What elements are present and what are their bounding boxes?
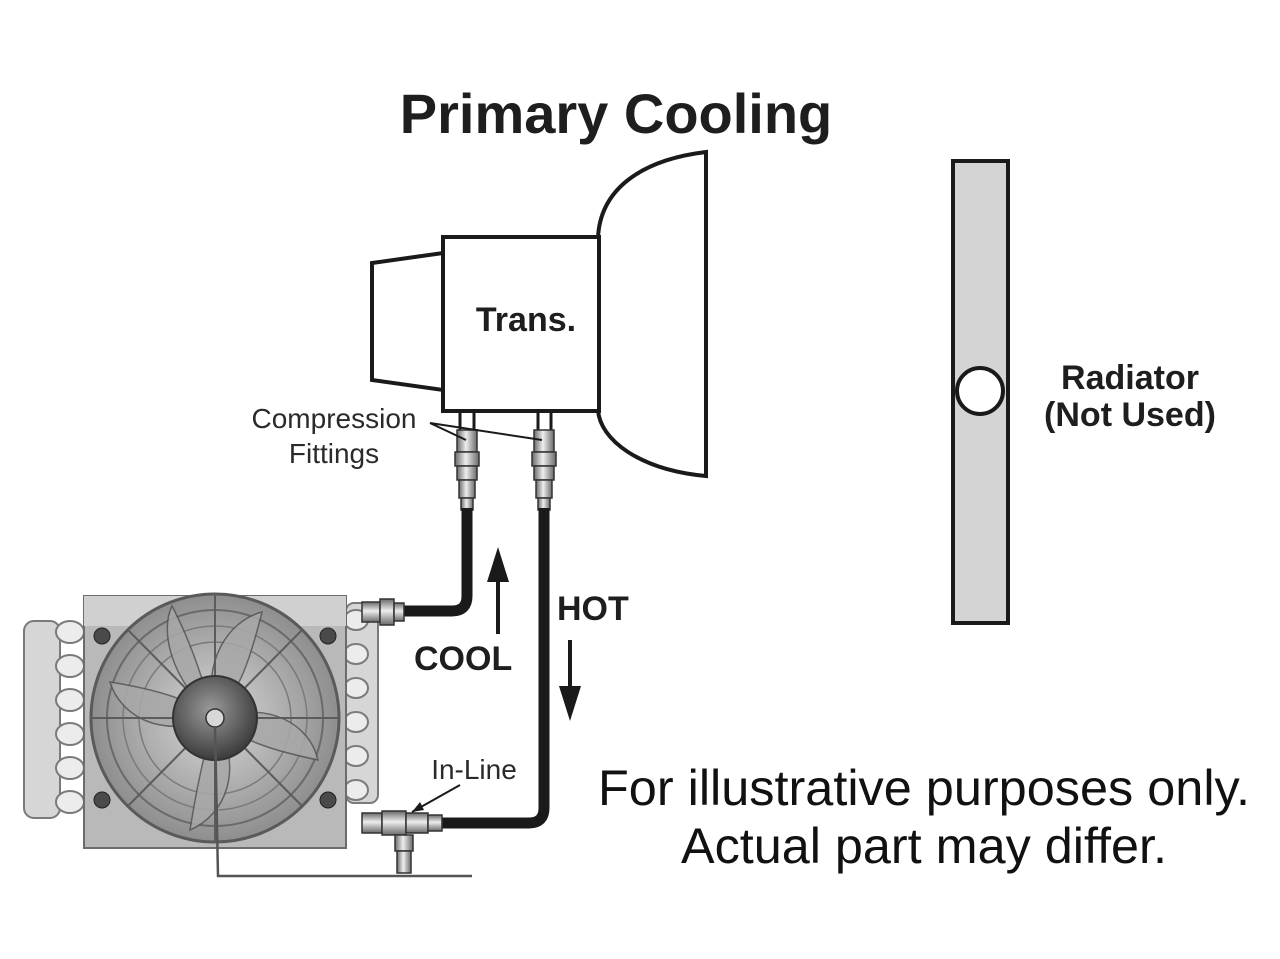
inline-fitting [381,784,461,874]
bellhousing [596,149,708,479]
disclaimer-line2: Actual part may differ. [681,818,1167,874]
compression-fittings [429,411,557,511]
hot-label: HOT [557,590,629,628]
arrow-up-icon [487,547,509,634]
tailshaft-housing [370,250,445,393]
disclaimer-line1: For illustrative purposes only. [598,760,1250,816]
transmission-case [441,235,601,413]
diagram-title: Primary Cooling [400,82,833,145]
oil-cooler-with-fan-icon [23,592,472,878]
transmission-label: Trans. [476,301,576,339]
cool-label: COOL [414,640,512,678]
cool-line [402,508,473,617]
arrow-down-icon [559,640,581,721]
radiator-port [955,366,1005,416]
inline-label: In-Line [431,754,517,785]
hot-line [440,508,550,829]
radiator-label-line2: (Not Used) [1044,396,1216,434]
radiator [951,159,1010,625]
cooler-fittings [361,598,405,834]
compression-fittings-label-line2: Fittings [289,438,379,469]
compression-fittings-label-line1: Compression [252,403,417,434]
radiator-label-line1: Radiator [1061,359,1199,397]
transmission: Trans. [370,149,708,479]
